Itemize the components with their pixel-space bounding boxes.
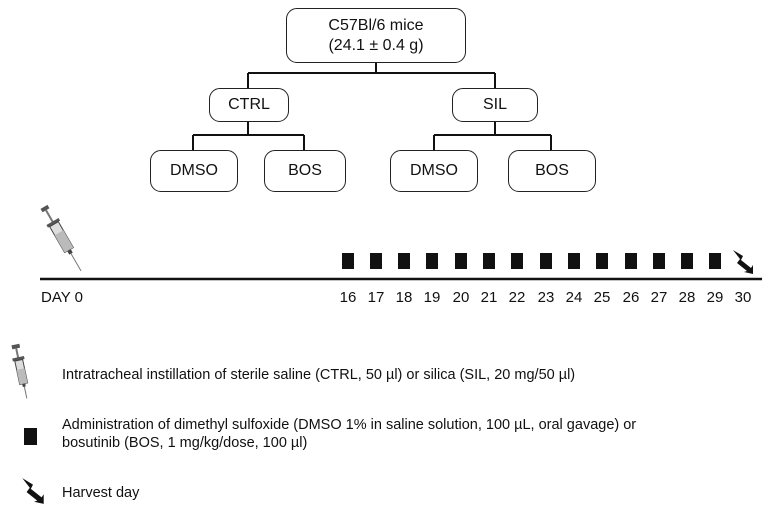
dose-marker — [681, 253, 693, 269]
sil-bos-box: BOS — [508, 150, 596, 192]
dose-marker — [596, 253, 608, 269]
legend-administration-line1: Administration of dimethyl sulfoxide (DM… — [62, 417, 637, 433]
dose-marker — [370, 253, 382, 269]
root-label-line1: C57Bl/6 mice — [328, 16, 424, 34]
dose-marker — [511, 253, 523, 269]
dose-marker — [483, 253, 495, 269]
ctrl-label: CTRL — [228, 96, 270, 113]
dose-marker — [568, 253, 580, 269]
ctrl-bos-label: BOS — [288, 162, 322, 179]
dose-marker — [709, 253, 721, 269]
syringe-icon — [40, 204, 82, 272]
legend-administration-line2: bosutinib (BOS, 1 mg/kg/dose, 100 µl) — [62, 435, 308, 451]
day-zero-label: DAY 0 — [41, 289, 83, 306]
sil-dmso-label: DMSO — [410, 162, 458, 179]
root-label-line2: (24.1 ± 0.4 g) — [328, 36, 424, 54]
day-label: 18 — [395, 289, 413, 306]
legend-harvest-text: Harvest day — [62, 485, 140, 501]
root-box: C57Bl/6 mice (24.1 ± 0.4 g) — [286, 8, 466, 63]
harvest-day-label: 30 — [734, 289, 752, 306]
ctrl-box: CTRL — [209, 88, 289, 122]
day-label: 22 — [508, 289, 526, 306]
day-label: 28 — [678, 289, 696, 306]
lightning-bolt-icon — [733, 250, 753, 274]
ctrl-dmso-box: DMSO — [150, 150, 238, 192]
dose-marker — [426, 253, 438, 269]
day-label: 29 — [706, 289, 724, 306]
day-label: 23 — [537, 289, 555, 306]
day-label: 19 — [423, 289, 441, 306]
legend-instillation-text: Intratracheal instillation of sterile sa… — [62, 367, 576, 383]
day-label: 16 — [339, 289, 357, 306]
ctrl-dmso-label: DMSO — [170, 162, 218, 179]
lightning-bolt-icon — [22, 478, 44, 504]
syringe-icon — [11, 343, 29, 399]
day-label: 21 — [480, 289, 498, 306]
day-label: 24 — [565, 289, 583, 306]
dose-marker — [653, 253, 665, 269]
sil-bos-label: BOS — [535, 162, 569, 179]
ctrl-bos-box: BOS — [264, 150, 346, 192]
dose-marker — [455, 253, 467, 269]
sil-box: SIL — [452, 88, 538, 122]
dose-marker — [540, 253, 552, 269]
dose-marker — [398, 253, 410, 269]
day-label: 20 — [452, 289, 470, 306]
day-label: 25 — [593, 289, 611, 306]
sil-dmso-box: DMSO — [390, 150, 478, 192]
sil-label: SIL — [482, 96, 507, 113]
day-label: 27 — [650, 289, 668, 306]
black-square-icon — [24, 428, 37, 445]
dose-marker — [625, 253, 637, 269]
day-label: 17 — [367, 289, 385, 306]
day-label: 26 — [622, 289, 640, 306]
dose-marker — [342, 253, 354, 269]
